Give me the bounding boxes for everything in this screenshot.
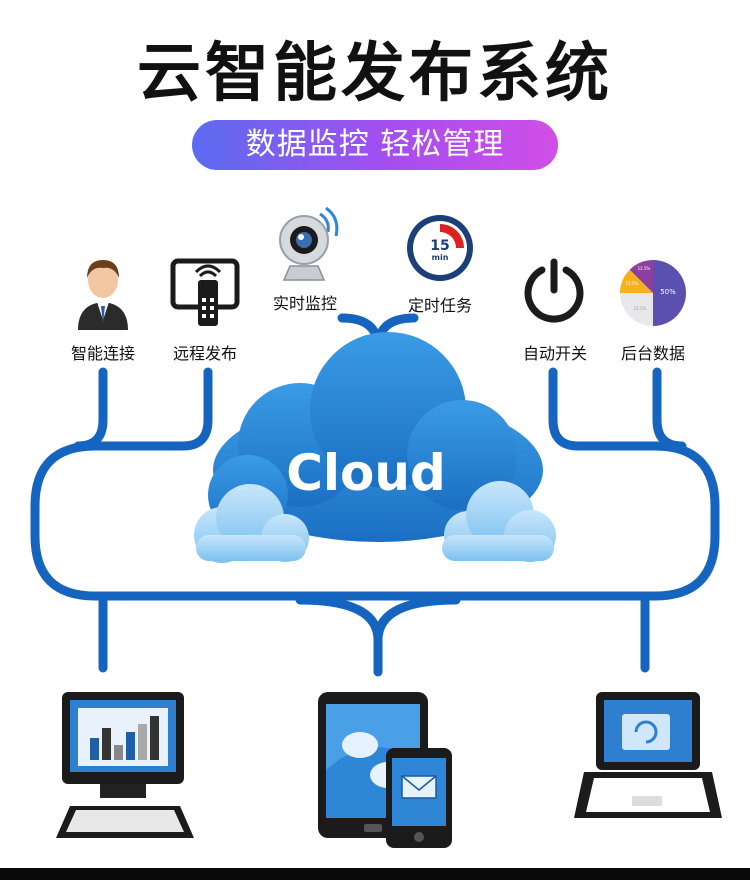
label-live-monitor: 实时监控 (272, 294, 337, 313)
label-backend-data: 后台数据 (620, 344, 685, 363)
label-auto-switch: 自动开关 (522, 344, 587, 363)
label-remote-publish: 远程发布 (172, 344, 237, 363)
desktop-computer-icon (56, 692, 194, 838)
pie-label-c: 12.5% (634, 306, 647, 311)
pie-chart-icon: 50% 12.5% 12.5% 12.5% (620, 260, 686, 326)
timer-unit: min (432, 253, 449, 262)
laptop-icon (574, 692, 722, 818)
webcam-icon (279, 206, 339, 281)
power-icon (524, 258, 584, 323)
connection-lines (30, 313, 720, 677)
page-title: 云智能发布系统 (137, 37, 613, 111)
remote-publish-icon (170, 258, 240, 326)
pie-label-b: 12.5% (626, 281, 639, 286)
subtitle-pill: 数据监控 轻松管理 (192, 120, 558, 170)
timer-icon: 15 min (407, 215, 473, 281)
bottom-bar (0, 868, 750, 880)
cloud-icon (194, 332, 556, 563)
pie-label-a: 12.5% (638, 266, 651, 271)
phone-icon (386, 748, 452, 848)
label-scheduled-task: 定时任务 (407, 296, 472, 315)
timer-value: 15 (430, 238, 449, 254)
cloud-label: Cloud (286, 444, 446, 502)
label-smart-connect: 智能连接 (70, 344, 135, 363)
person-icon (78, 260, 128, 330)
pie-label-big: 50% (660, 288, 676, 296)
